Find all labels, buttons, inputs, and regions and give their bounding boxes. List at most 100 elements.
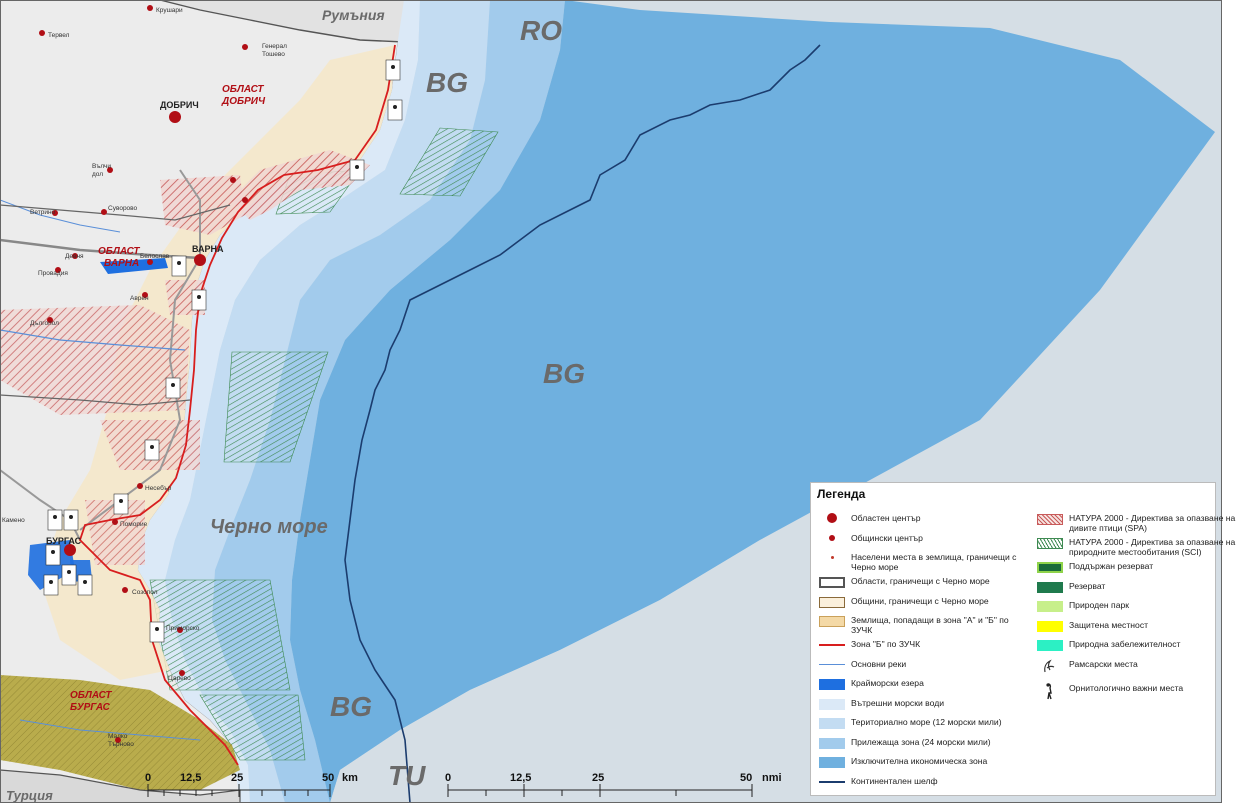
- label-town-vetrino: Ветрино: [30, 209, 56, 216]
- legend-label: Защитена местност: [1069, 619, 1149, 630]
- city-varna-marker: [194, 254, 206, 266]
- inner-waters: [138, 0, 420, 803]
- zone-b-symbol: [819, 644, 845, 646]
- zuchk-lands-symbol: [819, 616, 845, 627]
- scale-bar-nmi: 0 12,5 25 50 nmi: [445, 772, 782, 797]
- label-region-burgas-1: ОБЛАСТ: [70, 690, 112, 701]
- label-town-avren: Аврен: [130, 295, 149, 302]
- scale-nmi-tick-0: 0: [445, 772, 451, 784]
- nature-park-symbol: [1037, 601, 1063, 612]
- legend-item-ornithological: Орнитологично важни места: [1033, 681, 1233, 705]
- label-bg-center: BG: [543, 358, 585, 389]
- city-dobrich-marker: [169, 111, 181, 123]
- label-bg-north: BG: [426, 67, 468, 98]
- territorial-sea: [165, 0, 490, 803]
- settlement-symbol: [831, 556, 834, 559]
- legend-label: Населени места в землища, граничещи с Че…: [851, 552, 1017, 572]
- municipal-centre-symbol: [829, 534, 835, 541]
- legend-item-natura-spa: НАТУРА 2000 - Директива за опазване на д…: [1033, 511, 1235, 535]
- legend-label: НАТУРА 2000 - Директива за опазване на д…: [1069, 513, 1236, 533]
- river-symbol: [819, 663, 845, 665]
- label-town-kamchia: Камено: [2, 517, 25, 524]
- legend-item-natura-sci: НАТУРА 2000 - Директива за опазване на п…: [1033, 535, 1235, 559]
- ornithological-sites: [43, 59, 403, 643]
- southern-outside-waters: [330, 520, 810, 803]
- legend-item-reserve: Резерват: [1033, 579, 1233, 599]
- legend-left-column: Областен център Общински център Населени…: [815, 511, 1025, 793]
- label-town-general-toshevo-2: Тошево: [262, 51, 285, 58]
- legend-label: Орнитологично важни места: [1069, 682, 1184, 693]
- legend-label: Вътрешни морски води: [851, 697, 945, 708]
- protected-area-symbol: [1037, 620, 1063, 632]
- legend-label: Области, граничещи с Черно море: [851, 576, 990, 586]
- continental-shelf-line: [344, 44, 821, 803]
- legend-label: Изключителна икономическа зона: [851, 756, 988, 766]
- label-town-provadia: Провадия: [38, 270, 68, 277]
- label-town-tsarevo: Царево: [168, 675, 191, 682]
- province-symbol: [819, 577, 845, 588]
- legend-item-zone-b: Зона "Б" по ЗУЧК: [815, 637, 1025, 657]
- province-border-varna-burgas: [0, 394, 191, 406]
- label-region-varna-2: ВАРНА: [104, 258, 139, 269]
- label-town-tervel: Тервел: [48, 32, 70, 39]
- legend-right-column: НАТУРА 2000 - Директива за опазване на д…: [1033, 511, 1235, 705]
- scale-km-tick-2: 25: [231, 772, 243, 784]
- label-region-dobrich-1: ОБЛАСТ: [222, 84, 264, 95]
- municipality-symbol: [819, 596, 845, 608]
- label-town-valchi-dol-2: дол: [92, 171, 103, 178]
- exclusive-economic-zone: [290, 0, 1215, 803]
- natura-spa-symbol: [1037, 514, 1063, 525]
- province-border-dobrich-varna: [0, 204, 231, 221]
- lake-symbol: [819, 679, 845, 690]
- label-city-dobrich: ДОБРИЧ: [160, 100, 199, 110]
- label-region-varna-1: ОБЛАСТ: [98, 246, 140, 257]
- legend-label: НАТУРА 2000 - Директива за опазване на п…: [1069, 537, 1236, 557]
- legend-item-contiguous-zone: Прилежаща зона (24 морски мили): [815, 735, 1025, 755]
- river-north: [0, 199, 121, 233]
- burgas-region-strandzha: [0, 675, 240, 790]
- maintained-reserve-symbol: [1037, 562, 1063, 573]
- offshore-sci-north: [399, 127, 499, 197]
- legend-item-maintained-reserve: Поддържан резерват: [1033, 559, 1233, 579]
- legend-item-zuchk-lands: Землища, попадащи в зона "А" и "Б" по ЗУ…: [815, 613, 1025, 637]
- label-town-general-toshevo-1: Генерал: [262, 43, 287, 50]
- legend-label: Областен център: [851, 513, 921, 523]
- label-bg-south: BG: [330, 691, 372, 722]
- label-region-dobrich-2: ДОБРИЧ: [221, 96, 266, 107]
- label-romania: Румъния: [322, 7, 385, 23]
- label-town-krushari: Крушари: [156, 7, 183, 14]
- label-town-suvorovo: Суворово: [108, 205, 138, 212]
- legend-item-rivers: Основни реки: [815, 657, 1025, 677]
- legend-item-territorial-sea: Териториално море (12 морски мили): [815, 715, 1025, 735]
- legend-label: Резерват: [1069, 580, 1106, 591]
- scale-bar-km: 0 12,5 25 50 km: [145, 772, 358, 797]
- legend-label: Основни реки: [851, 658, 907, 669]
- legend-label: Землища, попадащи в зона "А" и "Б" по ЗУ…: [851, 615, 1009, 635]
- legend-label: Зона "Б" по ЗУЧК: [851, 639, 921, 649]
- contiguous-zone-symbol: [819, 737, 845, 749]
- label-town-pomorie: Поморие: [120, 521, 148, 528]
- municipal-centres: [39, 5, 248, 743]
- map-legend: Легенда Областен център Общински център …: [810, 482, 1235, 796]
- legend-label: Континентален шелф: [851, 775, 938, 786]
- label-town-dalgopol: Дългопол: [30, 320, 59, 327]
- label-town-sozopol: Созопол: [132, 589, 158, 596]
- territorial-sea-symbol: [819, 718, 845, 729]
- legend-label: Природна забележителност: [1069, 639, 1181, 649]
- inner-waters-symbol: [819, 698, 845, 710]
- scale-nmi-tick-1: 12,5: [510, 772, 531, 784]
- legend-label: Общини, граничещи с Черно море: [851, 595, 989, 606]
- legend-title: Легенда: [817, 487, 866, 501]
- legend-item-municipal-centre: Общински център: [815, 531, 1025, 551]
- contiguous-zone: [212, 0, 565, 803]
- scale-nmi-tick-3: 50: [740, 772, 752, 784]
- shelf-symbol: [819, 780, 845, 783]
- label-city-burgas: БУРГАС: [46, 536, 82, 546]
- legend-item-continental-shelf: Континентален шелф: [815, 774, 1025, 794]
- scale-km-tick-0: 0: [145, 772, 151, 784]
- legend-label: Териториално море (12 морски мили): [851, 717, 1002, 727]
- label-ro-code: RO: [520, 15, 562, 46]
- legend-item-nature-park: Природен парк: [1033, 598, 1233, 618]
- legend-label: Крайморски езера: [851, 678, 924, 688]
- scale-nmi-tick-2: 25: [592, 772, 604, 784]
